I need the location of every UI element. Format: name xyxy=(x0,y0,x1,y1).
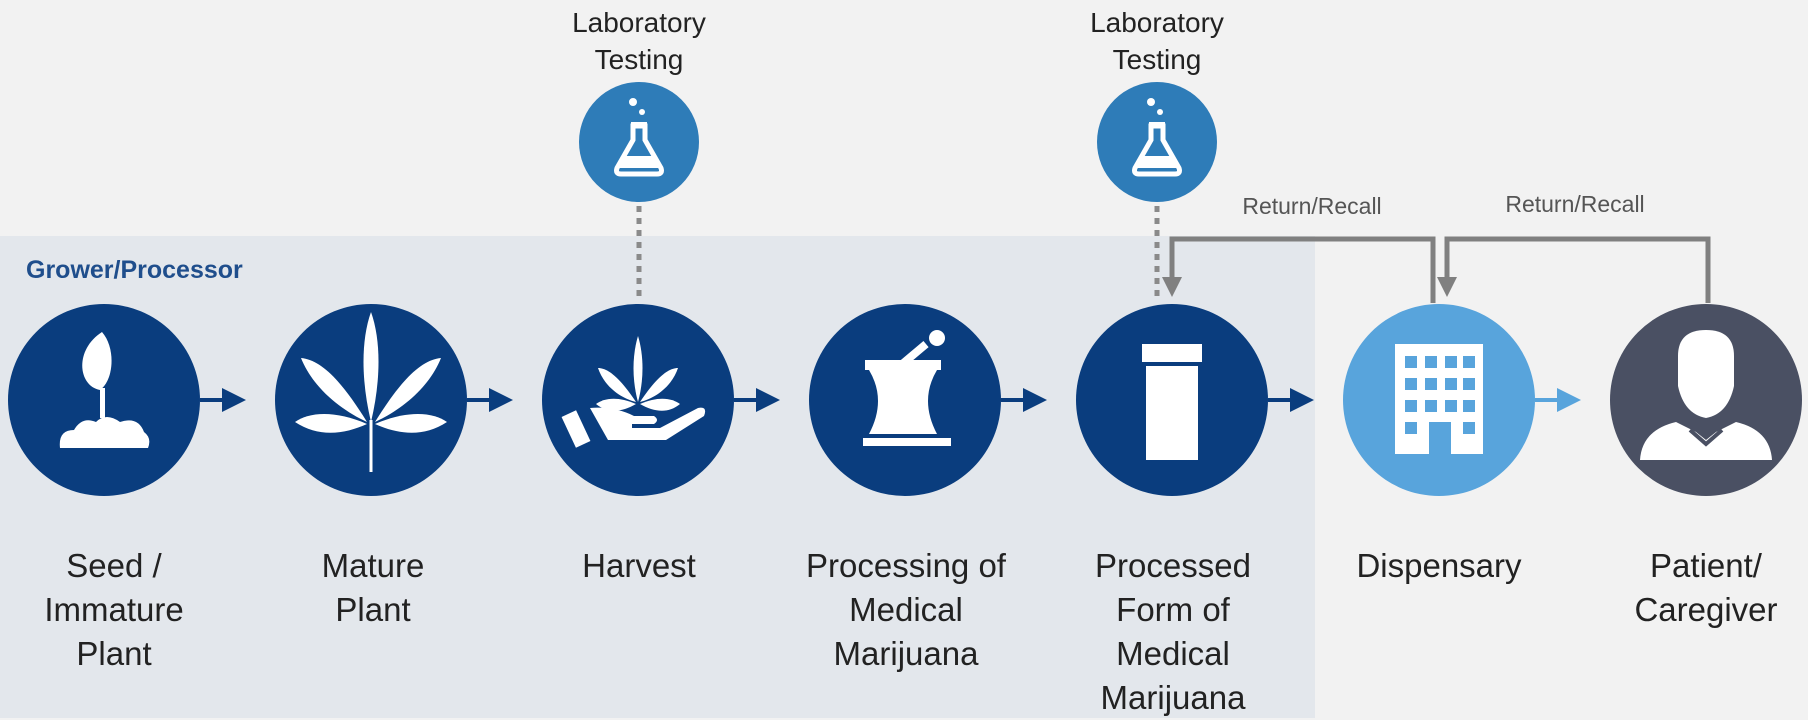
mortar-pestle-icon xyxy=(863,330,951,446)
flask-icon xyxy=(1132,98,1182,177)
lab-testing-label-2: Laboratory Testing xyxy=(1090,7,1224,75)
cannabis-leaf-icon xyxy=(295,312,447,472)
step-node-mature-plant xyxy=(275,304,467,496)
step-label-patient: Patient/ Caregiver xyxy=(1634,547,1778,628)
pill-bottle-icon xyxy=(1142,344,1202,460)
building-icon xyxy=(1395,344,1483,454)
step-node-dispensary xyxy=(1343,304,1535,496)
step-label-mature-plant: Mature Plant xyxy=(321,547,425,628)
step-node-harvest xyxy=(542,304,734,496)
step-label-harvest: Harvest xyxy=(582,547,696,584)
flask-icon xyxy=(614,98,664,177)
lab-node-2 xyxy=(1097,82,1217,202)
return-recall-line-2 xyxy=(1437,236,1711,303)
sprout-icon xyxy=(59,332,150,448)
step-node-processed-form xyxy=(1076,304,1268,496)
hand-leaf-icon xyxy=(561,336,706,448)
lab-testing-label-1: Laboratory Testing xyxy=(572,7,706,75)
return-recall-label-2: Return/Recall xyxy=(1505,191,1645,217)
step-node-patient xyxy=(1610,304,1802,496)
step-label-dispensary: Dispensary xyxy=(1356,547,1522,584)
step-label-seed: Seed / Immature Plant xyxy=(44,547,184,672)
person-icon xyxy=(1640,330,1772,460)
return-recall-label-1: Return/Recall xyxy=(1242,193,1382,219)
return-recall-line-1 xyxy=(1162,236,1436,303)
step-label-processing: Processing of Medical Marijuana xyxy=(806,547,1006,672)
lab-node-1 xyxy=(579,82,699,202)
step-node-seed xyxy=(8,304,200,496)
grower-processor-label: Grower/Processor xyxy=(26,256,243,284)
step-node-processing xyxy=(809,304,1001,496)
step-label-processed-form: Processed Form of Medical Marijuana xyxy=(1095,547,1251,716)
